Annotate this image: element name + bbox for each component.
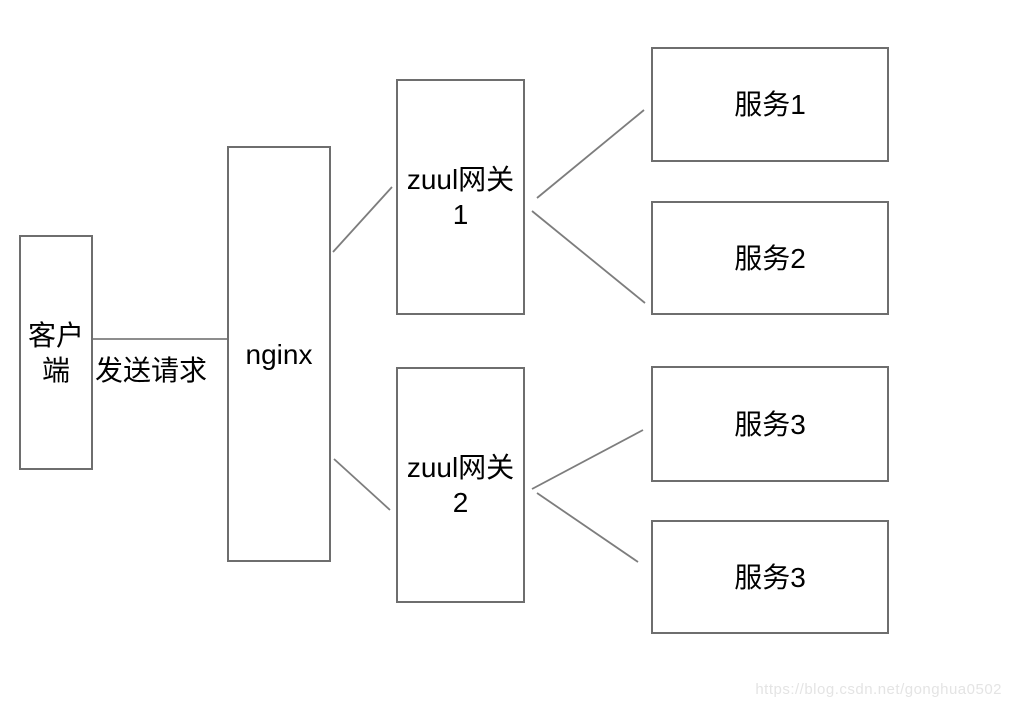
node-service-3a: 服务3	[651, 366, 889, 482]
node-service-3b: 服务3	[651, 520, 889, 634]
watermark-url: https://blog.csdn.net/gonghua0502	[755, 681, 1002, 698]
node-zuul-gateway-1: zuul网关1	[396, 79, 525, 315]
node-client: 客户端	[19, 235, 93, 470]
node-service-1-label: 服务1	[734, 89, 806, 120]
node-service-1: 服务1	[651, 47, 889, 162]
node-service-3a-label: 服务3	[734, 408, 806, 440]
node-service-2-label: 服务2	[734, 242, 806, 274]
edge-label-send-request: 发送请求	[95, 355, 208, 386]
connector-zuul2-service3b	[536, 492, 639, 563]
node-client-label: 客户端	[27, 319, 84, 386]
node-zuul-gateway-2-label: zuul网关2	[406, 452, 515, 518]
node-service-3b-label: 服务3	[734, 561, 806, 593]
connector-nginx-zuul1	[332, 186, 393, 253]
node-nginx-label: nginx	[245, 338, 313, 370]
connector-zuul1-service1	[536, 109, 645, 199]
connector-zuul1-service2	[531, 210, 646, 304]
connector-zuul2-service3a	[531, 429, 644, 490]
node-nginx: nginx	[227, 146, 331, 562]
node-service-2: 服务2	[651, 201, 889, 315]
connector-nginx-zuul2	[333, 458, 391, 511]
node-zuul-gateway-1-label: zuul网关1	[406, 164, 515, 230]
node-zuul-gateway-2: zuul网关2	[396, 367, 525, 603]
